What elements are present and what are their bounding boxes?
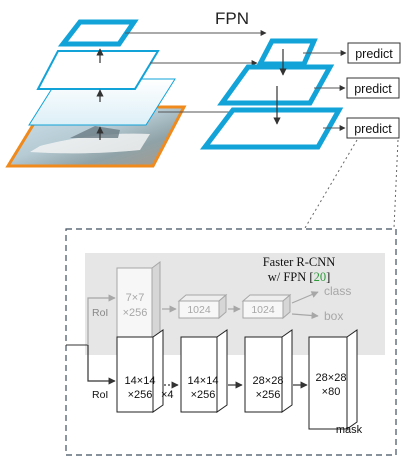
mask-box-4-line2: ×80 <box>322 386 341 398</box>
mask-output-label: mask <box>336 424 363 436</box>
box-7x7-text-line1: 7×7 <box>126 292 145 304</box>
rcnn-head-boxes: 7×7 ×256 1024 1024 class box <box>116 261 351 342</box>
box-7x7 <box>116 267 153 342</box>
box-7x7-side <box>151 261 161 342</box>
mask-box-3-side <box>281 329 293 413</box>
fc2-top <box>241 294 292 302</box>
roi-label-bottom: RoI <box>92 389 108 401</box>
feature-map-p1 <box>255 38 318 67</box>
mask-box-4-line1: 28×28 <box>316 372 347 384</box>
pyramid-level-1 <box>57 19 139 47</box>
fc1-box <box>178 300 220 319</box>
fc2-box <box>242 300 284 319</box>
roi-label-top: RoI <box>92 307 108 319</box>
output-class-label: class <box>324 284 351 298</box>
predict-label-3: predict <box>354 122 392 136</box>
top-down-pyramid <box>199 38 344 150</box>
predict-box-1 <box>347 42 401 64</box>
mask-box-1 <box>116 336 154 413</box>
mask-box-3-line2: ×256 <box>256 389 281 401</box>
fc1-top <box>177 294 228 302</box>
bottom-up-pyramid <box>5 19 187 168</box>
predict-label-1: predict <box>355 47 393 61</box>
roi-branches <box>66 294 116 385</box>
faster-rcnn-caption-line2: w/ FPN [20] <box>268 270 331 284</box>
mask-box-4-side <box>346 329 358 430</box>
feature-map-p2 <box>217 64 335 106</box>
predict-box-3 <box>346 117 400 139</box>
predict-outputs: predict predict predict <box>303 42 401 139</box>
citation-ref: 20 <box>314 270 327 284</box>
predict-label-2: predict <box>354 82 392 96</box>
mask-box-2 <box>180 336 218 413</box>
faster-rcnn-caption-line1: Faster R-CNN <box>263 255 336 269</box>
mask-branch: 14×14 ×256 ×4 14×14 ×256 28×28 ×256 28×2… <box>116 329 363 436</box>
mask-box-2-line2: ×256 <box>191 389 216 401</box>
head-detail-frame <box>65 228 397 456</box>
boat-shape <box>30 133 150 154</box>
pyramid-level-2 <box>36 50 160 90</box>
times4-label: ×4 <box>161 389 174 401</box>
feature-map-p3 <box>199 107 344 150</box>
mask-box-2-side <box>216 329 228 413</box>
fpn-title: FPN <box>215 9 249 28</box>
output-box-label: box <box>324 309 343 323</box>
mask-box-1-line1: 14×14 <box>125 375 156 387</box>
mask-box-3 <box>244 336 283 413</box>
mask-box-4 <box>308 336 348 430</box>
mask-box-3-line1: 28×28 <box>253 375 284 387</box>
zoom-connector <box>304 139 399 229</box>
predict-box-2 <box>346 77 400 99</box>
lateral-connections <box>125 30 267 115</box>
mask-box-1-line2: ×256 <box>128 389 153 401</box>
mask-box-2-line1: 14×14 <box>188 375 219 387</box>
boat-cabin <box>70 126 120 138</box>
fc1-label: 1024 <box>187 304 211 316</box>
box-7x7-text-line2: ×256 <box>123 307 148 319</box>
fc2-label: 1024 <box>251 304 275 316</box>
